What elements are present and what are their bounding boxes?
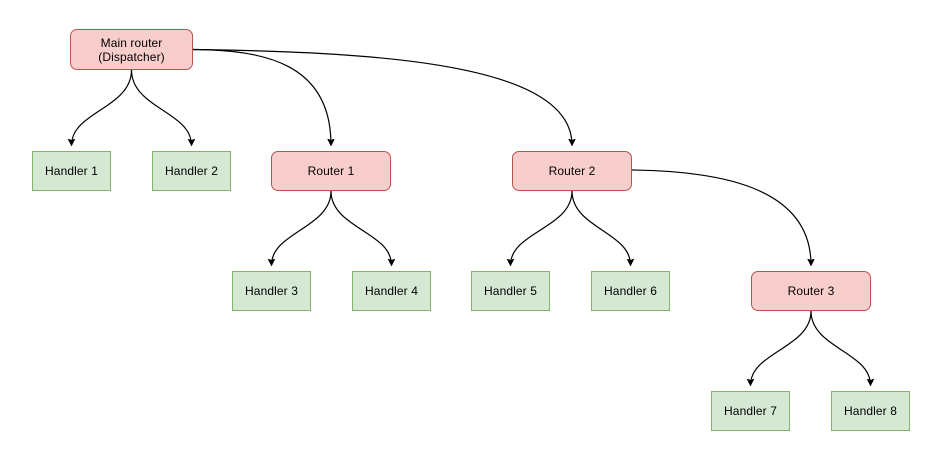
node-router-3[interactable]: Router 3 — [751, 271, 871, 311]
edge-main-h2 — [130, 69, 192, 145]
edge-r2-h5 — [511, 190, 573, 265]
node-handler-4[interactable]: Handler 4 — [352, 271, 431, 311]
node-handler-1[interactable]: Handler 1 — [32, 151, 111, 191]
node-handler-7[interactable]: Handler 7 — [711, 391, 790, 431]
edge-r2-r3 — [631, 169, 811, 265]
edge-r1-h4 — [330, 190, 392, 265]
edge-r1-h3 — [272, 190, 332, 265]
node-handler-8[interactable]: Handler 8 — [831, 391, 910, 431]
node-router-1[interactable]: Router 1 — [271, 151, 391, 191]
node-handler-6[interactable]: Handler 6 — [591, 271, 670, 311]
edge-main-r2 — [192, 48, 572, 146]
edge-r2-h6 — [571, 190, 631, 265]
edge-main-r1 — [192, 48, 331, 146]
edge-main-h1 — [72, 69, 133, 145]
node-main-router[interactable]: Main router (Dispatcher) — [70, 29, 193, 70]
edge-r3-h7 — [751, 310, 812, 385]
node-handler-3[interactable]: Handler 3 — [232, 271, 311, 311]
node-handler-5[interactable]: Handler 5 — [471, 271, 550, 311]
node-handler-2[interactable]: Handler 2 — [152, 151, 231, 191]
edge-r3-h8 — [810, 310, 871, 385]
node-router-2[interactable]: Router 2 — [512, 151, 632, 191]
